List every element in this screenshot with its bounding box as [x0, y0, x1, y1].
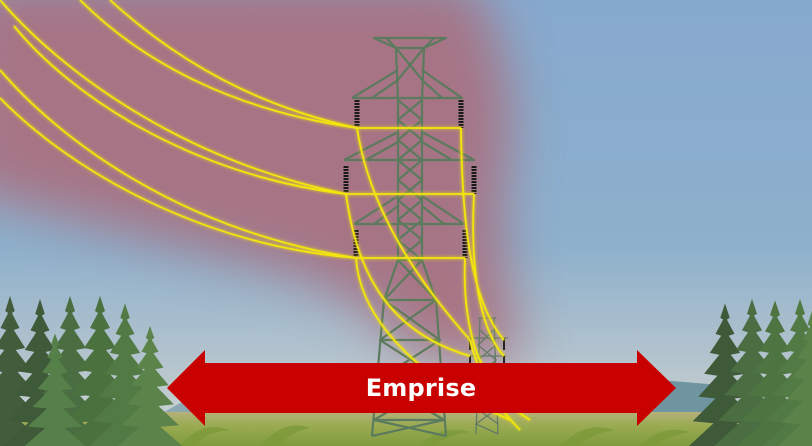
emprise-label: Emprise: [365, 374, 477, 402]
haze-field: [0, 0, 520, 360]
grass-blades: [180, 425, 690, 446]
emprise-arrow: [167, 350, 676, 426]
